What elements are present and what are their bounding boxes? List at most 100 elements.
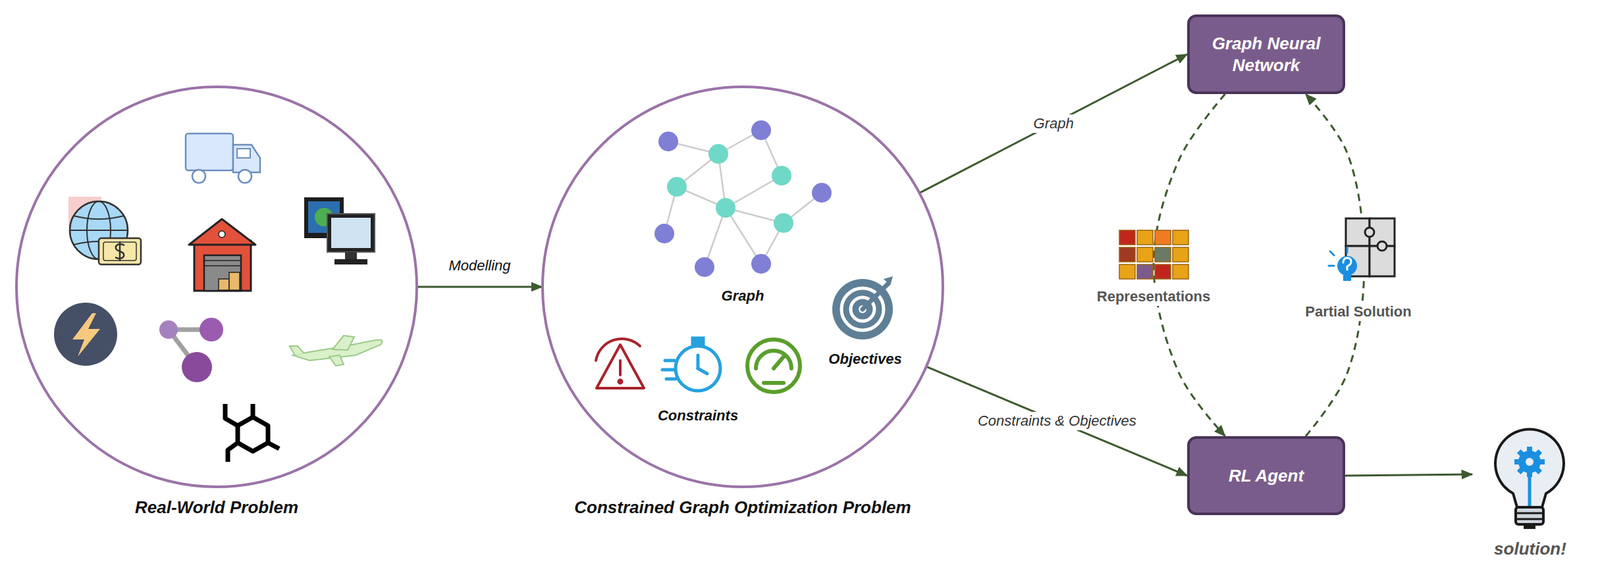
stopwatch-icon (696, 355, 700, 369)
stopwatch-icon (697, 368, 708, 374)
gauge-icon (747, 339, 800, 393)
globe-money-icon (68, 196, 141, 265)
warning-icon (618, 380, 623, 384)
truck-icon (185, 133, 261, 184)
lightbulb-icon (1515, 507, 1544, 525)
representation-bricks-icon (1119, 264, 1136, 280)
circle-outline (14, 84, 419, 490)
representation-bricks-icon (1137, 264, 1153, 280)
representation-bricks-icon (1154, 264, 1171, 280)
representation-bricks-icon (1154, 230, 1171, 245)
graph-illustration (771, 165, 792, 186)
molecule-graph-icon (159, 318, 224, 383)
target-icon (832, 276, 893, 340)
representation-bricks-icon (1119, 230, 1136, 245)
puzzle-icon (1343, 258, 1352, 270)
chemical-structure-icon (225, 404, 280, 463)
edge-label: Graph (1029, 114, 1078, 134)
stopwatch-icon (666, 377, 676, 382)
lightbulb-icon (1518, 451, 1541, 474)
graph-illustration (751, 254, 772, 274)
lightbulb-icon (1523, 524, 1536, 530)
component-label: Graph (721, 287, 765, 305)
truck-icon (192, 169, 206, 184)
puzzle-icon (1337, 256, 1358, 276)
target-icon (862, 284, 888, 310)
representation-bricks-icon (1119, 247, 1136, 263)
truck-icon (238, 169, 252, 184)
warehouse-icon (218, 231, 226, 238)
graph-illustration (664, 130, 822, 268)
dashed-flow-arrow (1305, 94, 1365, 437)
warning-icon (596, 345, 644, 389)
warehouse-icon (188, 219, 256, 245)
globe-money-icon (98, 238, 141, 265)
truck-icon (237, 148, 251, 159)
circle-heading: Real-World Problem (134, 497, 299, 519)
graph-illustration (708, 144, 729, 164)
warning-icon (618, 360, 622, 376)
circle-outline (16, 86, 417, 488)
globe-money-icon (103, 242, 137, 261)
flow-arrow (919, 54, 1188, 193)
graph-illustration (658, 131, 679, 152)
lightbulb-icon (1515, 513, 1544, 520)
process-box: Graph Neural Network (1187, 14, 1346, 95)
puzzle-icon (1364, 227, 1375, 238)
target-icon (883, 276, 893, 286)
flow-arrow (927, 367, 1188, 477)
graph-illustration (694, 257, 715, 278)
solution-label: solution! (1493, 539, 1567, 560)
dashed-flow-arrow (1153, 94, 1226, 437)
gauge-icon (755, 350, 792, 369)
graph-illustration (666, 177, 687, 197)
graph-illustration (654, 120, 832, 278)
representation-bricks-icon (1137, 230, 1153, 245)
puzzle-icon (1343, 274, 1352, 282)
energy-icon (72, 313, 101, 357)
molecule-graph-icon (159, 320, 178, 340)
flow-arrow (417, 286, 542, 289)
airplane-icon (332, 335, 355, 351)
molecule-graph-icon (181, 352, 213, 383)
representation-bricks-icon (1119, 230, 1189, 280)
computers-icon (331, 217, 371, 249)
globe-money-icon (115, 241, 125, 262)
puzzle-icon (1328, 247, 1348, 267)
stopwatch-icon (692, 338, 704, 346)
chemical-structure-icon (227, 443, 238, 463)
stopwatch-icon (662, 368, 675, 373)
warehouse-icon (188, 219, 256, 292)
graph-illustration (654, 120, 832, 278)
target-icon (832, 279, 893, 340)
process-box: RL Agent (1187, 436, 1346, 516)
graph-illustration (751, 120, 772, 141)
stopwatch-icon (662, 338, 721, 392)
representation-bricks-icon (1137, 247, 1153, 263)
warehouse-icon (229, 272, 240, 291)
computers-icon (334, 259, 368, 265)
gauge-icon (763, 381, 784, 386)
representation-bricks-icon (1154, 247, 1171, 263)
airplane-icon (289, 346, 305, 356)
airplane-icon (329, 355, 344, 367)
graph-illustration (666, 144, 794, 234)
molecule-graph-icon (199, 318, 224, 342)
puzzle-icon (1377, 241, 1387, 251)
puzzle-icon (1328, 218, 1395, 282)
warning-icon (595, 339, 640, 361)
representation-bricks-icon (1172, 230, 1189, 245)
circle-outline (540, 84, 945, 490)
warehouse-icon (218, 279, 230, 291)
lightbulb-icon (1495, 429, 1564, 508)
globe-money-icon (69, 229, 128, 232)
truck-icon (233, 144, 261, 173)
lightbulb-icon (1472, 421, 1575, 534)
chemical-structure-icon (237, 417, 268, 452)
component-label: Constraints (657, 407, 739, 425)
representation-bricks-icon (1172, 247, 1189, 263)
warning-icon (595, 339, 644, 389)
